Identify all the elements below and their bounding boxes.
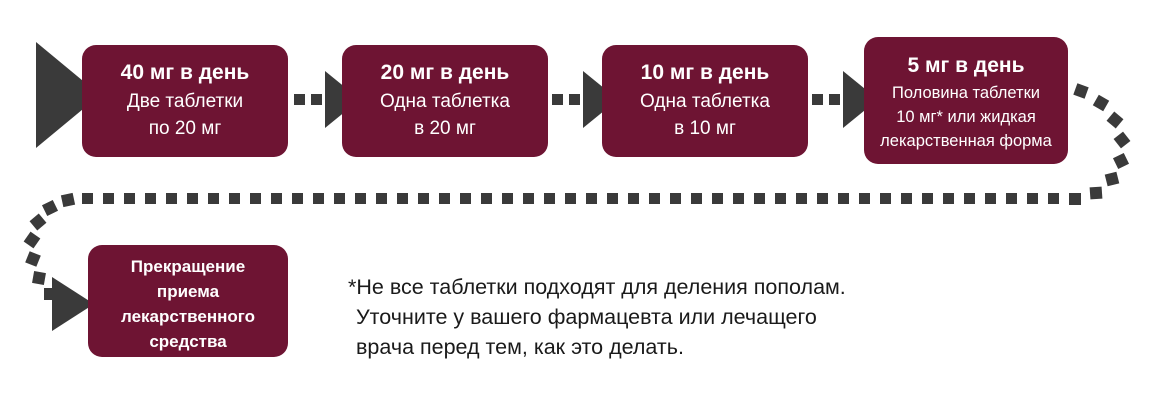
connector-20-to-10 bbox=[552, 71, 618, 128]
step-line-5mg-3: лекарственная форма bbox=[880, 132, 1052, 150]
step-title-20mg: 20 мг в день bbox=[381, 61, 510, 84]
stop-line-4: средства bbox=[149, 332, 227, 351]
step-line-5mg-2: 10 мг* или жидкая bbox=[896, 108, 1036, 126]
entry-arrow-icon bbox=[36, 42, 100, 148]
stop-arrow-icon bbox=[52, 277, 94, 331]
step-line-10mg-2: в 10 мг bbox=[674, 118, 736, 139]
step-title-40mg: 40 мг в день bbox=[121, 61, 250, 84]
connector-5-to-stop bbox=[23, 83, 1131, 331]
step-line-40mg-2: по 20 мг bbox=[149, 118, 222, 139]
step-box-10mg[interactable]: 10 мг в день Одна таблетка в 10 мг bbox=[602, 45, 808, 157]
step-line-20mg-1: Одна таблетка bbox=[380, 91, 510, 112]
step-box-5mg[interactable]: 5 мг в день Половина таблетки 10 мг* или… bbox=[864, 37, 1068, 164]
stop-line-3: лекарственного bbox=[121, 307, 255, 326]
stop-line-1: Прекращение bbox=[131, 257, 245, 276]
step-line-5mg-1: Половина таблетки bbox=[892, 84, 1040, 102]
step-line-10mg-1: Одна таблетка bbox=[640, 91, 770, 112]
stop-line-2: приема bbox=[157, 282, 220, 301]
step-line-40mg-1: Две таблетки bbox=[127, 91, 243, 112]
step-title-10mg: 10 мг в день bbox=[641, 61, 770, 84]
step-box-stop[interactable]: Прекращение приема лекарственного средст… bbox=[88, 245, 288, 357]
step-box-40mg[interactable]: 40 мг в день Две таблетки по 20 мг bbox=[82, 45, 288, 157]
footnote-line-3: врача перед тем, как это делать. bbox=[356, 335, 684, 359]
footnote-line-1: *Не все таблетки подходят для деления по… bbox=[348, 275, 846, 299]
footnote-line-2: Уточните у вашего фармацевта или лечащег… bbox=[356, 305, 817, 329]
step-box-20mg[interactable]: 20 мг в день Одна таблетка в 20 мг bbox=[342, 45, 548, 157]
step-title-5mg: 5 мг в день bbox=[908, 54, 1025, 77]
footnote-block: *Не все таблетки подходят для деления по… bbox=[348, 275, 846, 359]
step-line-20mg-2: в 20 мг bbox=[414, 118, 476, 139]
connector-10-to-5 bbox=[812, 71, 878, 128]
